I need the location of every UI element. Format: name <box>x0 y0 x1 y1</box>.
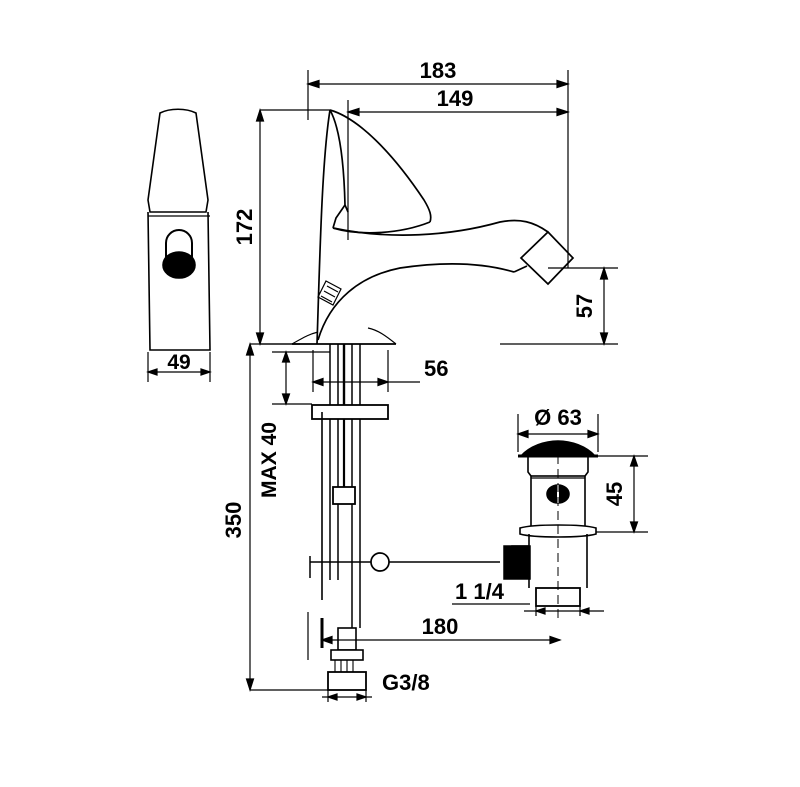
dimension-outlet-height <box>500 266 618 346</box>
dimension-shank-spacing <box>311 350 420 392</box>
dimension-label-drain-head-height: 45 <box>602 482 627 506</box>
dimension-label-max-deck-thickness: MAX 40 <box>258 422 281 498</box>
dimension-label-spout-reach: 149 <box>437 86 474 111</box>
front-view <box>147 108 211 351</box>
dimension-body-height <box>255 108 330 346</box>
dimension-spout-reach <box>346 100 570 240</box>
shank-and-supply-assembly <box>309 344 531 691</box>
dimension-supply-length <box>245 342 330 692</box>
dimension-drain-head-height <box>596 454 648 534</box>
dimension-drain-offset <box>307 612 562 660</box>
dimension-front-width <box>146 352 212 382</box>
dimension-label-supply-thread: G3/8 <box>382 670 430 695</box>
dimension-supply-thread <box>322 690 372 702</box>
dimension-label-supply-length: 350 <box>221 502 246 539</box>
dimension-max-deck-thickness <box>272 350 330 406</box>
dimension-label-shank-spacing: 56 <box>424 356 448 381</box>
dimension-drain-thread <box>452 603 604 616</box>
dimension-label-drain-thread: 1 1/4 <box>455 579 505 604</box>
dimension-label-outlet-height: 57 <box>572 294 597 318</box>
dimension-label-front-width: 49 <box>167 351 190 374</box>
side-view <box>291 109 575 345</box>
dimension-label-overall-length: 183 <box>420 58 457 83</box>
dimension-label-drain-offset: 180 <box>422 614 459 639</box>
dimension-overall-length <box>306 70 570 268</box>
drain-assembly <box>511 440 598 622</box>
dimension-label-drain-diameter: Ø 63 <box>534 405 582 430</box>
dimension-label-body-height: 172 <box>232 209 257 246</box>
dimension-drain-diameter <box>516 414 600 452</box>
